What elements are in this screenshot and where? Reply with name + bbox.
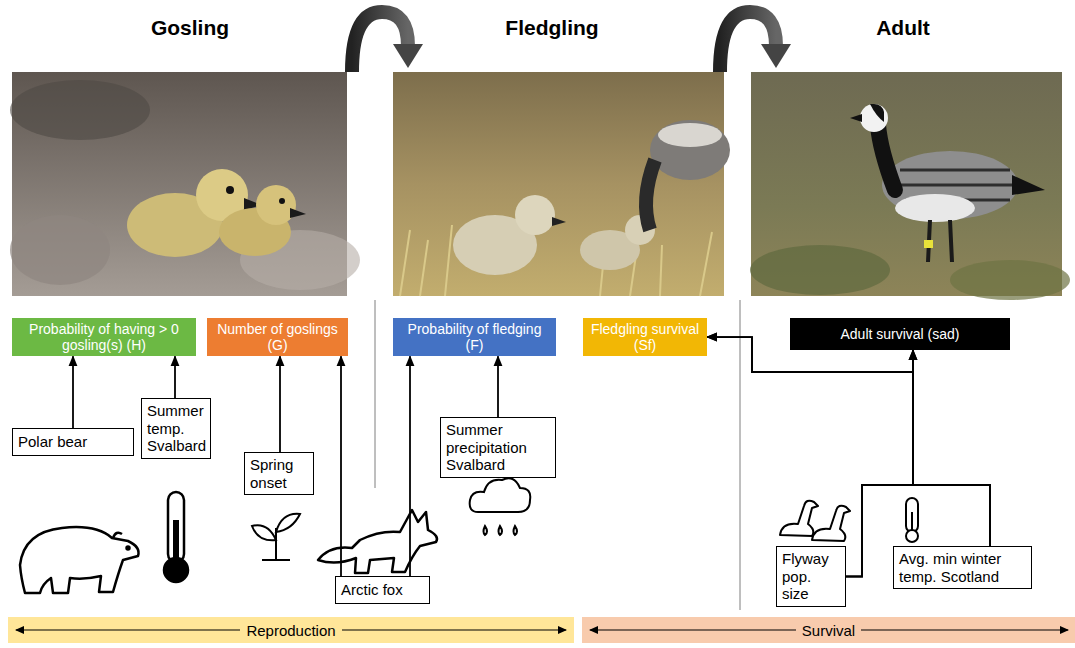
node-text: Probability of having > 0 gosling(s) (H)	[17, 321, 191, 353]
node-text: Survival	[796, 622, 861, 639]
band-label: Reproduction	[8, 617, 574, 643]
influence-arrow	[497, 356, 499, 417]
count-box: Number of goslings (G)	[207, 318, 348, 356]
adult-photo	[750, 72, 1070, 300]
influence-arrow	[174, 356, 176, 398]
node-text: Fledgling survival (Sf)	[588, 321, 702, 353]
node-text: Adult survival (sad)	[840, 326, 959, 342]
node-text: Flyway pop. size	[782, 550, 840, 603]
driver-box: Avg. min winter temp. Scotland	[893, 546, 1032, 589]
divider-line	[740, 300, 741, 610]
influence-arrow	[707, 337, 913, 576]
plant-icon	[252, 514, 300, 560]
node-text: Arctic fox	[341, 581, 403, 599]
band-label: Survival	[582, 617, 1075, 643]
survival-band	[582, 617, 1075, 643]
thermometer-icon	[164, 492, 188, 582]
stage-arrow	[720, 12, 791, 72]
node-text: Summer temp. Svalbard	[147, 402, 206, 455]
driver-box: Summer precipitation Svalbard	[440, 417, 556, 478]
node-text: Number of goslings (G)	[212, 321, 343, 353]
node-text: Avg. min winter temp. Scotland	[899, 550, 1026, 585]
divider-line	[375, 300, 376, 488]
influence-arrow	[707, 337, 990, 546]
geese-icon	[780, 501, 850, 541]
polar-bear-icon	[20, 527, 139, 593]
probability-box: Probability of fledging (F)	[393, 318, 556, 356]
arctic-fox-icon	[318, 510, 437, 573]
node-text: Polar bear	[18, 433, 87, 451]
node-text: Spring onset	[250, 456, 308, 491]
gosling-photo	[10, 72, 360, 296]
driver-box: Summer temp. Svalbard	[141, 398, 211, 459]
influence-arrow	[340, 356, 342, 576]
stage-heading: Fledgling	[462, 16, 642, 40]
driver-box: Spring onset	[244, 452, 314, 495]
rain-cloud-icon	[470, 478, 531, 535]
driver-box: Flyway pop. size	[776, 546, 846, 607]
influence-arrow	[846, 350, 913, 577]
node-text: Reproduction	[240, 622, 341, 639]
influence-arrow	[913, 350, 990, 546]
reproduction-band	[8, 617, 574, 643]
survival-box: Fledgling survival (Sf)	[583, 318, 707, 356]
influence-arrow	[72, 356, 74, 428]
driver-box: Polar bear	[12, 428, 134, 456]
node-text: Probability of fledging (F)	[398, 321, 551, 353]
probability-box: Probability of having > 0 gosling(s) (H)	[12, 318, 196, 356]
fledgling-photo	[393, 72, 730, 296]
thermometer-icon	[906, 498, 918, 542]
influence-arrow	[279, 356, 281, 452]
driver-box: Arctic fox	[335, 576, 430, 604]
stage-arrow	[352, 12, 423, 72]
survival-box: Adult survival (sad)	[790, 318, 1010, 350]
stage-heading: Gosling	[100, 16, 280, 40]
stage-heading: Adult	[813, 16, 993, 40]
influence-arrow	[409, 356, 411, 576]
node-text: Summer precipitation Svalbard	[446, 421, 550, 474]
